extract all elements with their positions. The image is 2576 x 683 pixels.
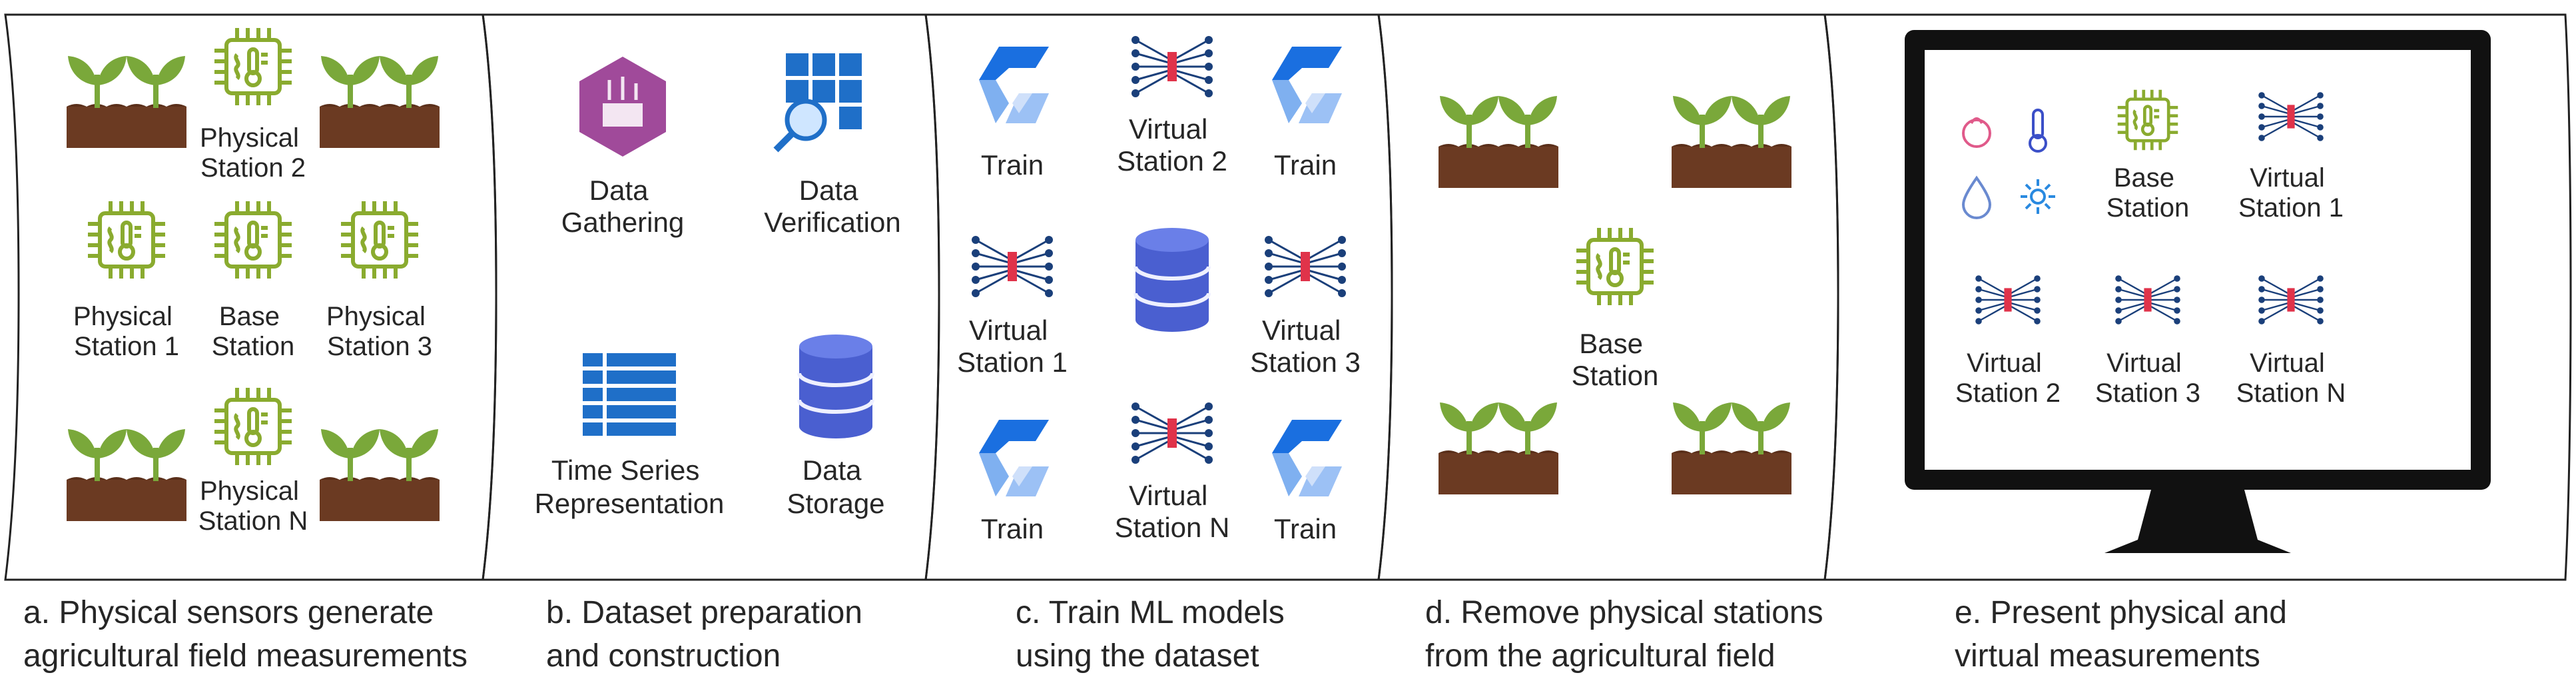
data-verification-label: Data Verification	[764, 175, 900, 238]
virtual-station-1-label: Virtual Station 1	[2238, 163, 2344, 223]
sensor-chip-icon	[88, 201, 165, 279]
virtual-station-1-label: Virtual Station 1	[957, 315, 1068, 378]
virtual-station-3-label: Virtual Station 3	[2095, 348, 2200, 408]
train-label: Train	[981, 149, 1044, 181]
caption-c: c. Train ML models using the dataset	[1016, 595, 1293, 674]
monitor-icon	[1905, 30, 2491, 553]
caption-a: a. Physical sensors generate agricultura…	[23, 595, 468, 674]
sun-icon	[2021, 179, 2055, 214]
train-label: Train	[1274, 513, 1337, 544]
neural-network-icon	[1263, 235, 1347, 299]
train-label: Train	[981, 513, 1044, 544]
neural-network-icon	[1130, 35, 1214, 99]
panel-a: Physical Station 2 Physical Station 1 Ba…	[67, 28, 440, 536]
neural-network-icon	[1130, 401, 1214, 465]
panel-c: Train Virtual Station 2 Train Virtual St…	[957, 35, 1361, 544]
caption-e: e. Present physical and virtual measurem…	[1955, 595, 2296, 674]
captions: a. Physical sensors generate agricultura…	[23, 595, 2296, 674]
sensor-chip-icon	[214, 28, 292, 105]
panel-e: Base Station Virtual Station 1 Virtual S…	[1905, 30, 2491, 553]
plant-soil-icon	[67, 56, 186, 148]
base-station-label: Base Station	[1572, 328, 1659, 391]
panel-b: Data Gathering Data Verification	[535, 53, 901, 519]
train-loop-icon	[1272, 47, 1342, 123]
panel-e-frame	[1823, 13, 2572, 581]
physical-station-2-label: Physical Station 2	[200, 123, 306, 183]
panel-d: Base Station	[1439, 96, 1791, 494]
train-loop-icon	[979, 420, 1049, 496]
virtual-station-n-label: Virtual Station N	[1115, 480, 1230, 543]
virtual-station-2-label: Virtual Station 2	[1955, 348, 2061, 408]
plant-soil-icon	[1672, 96, 1791, 188]
hexagon-gathering-icon	[579, 57, 666, 157]
base-station-label: Base Station	[2106, 163, 2190, 223]
train-label: Train	[1274, 149, 1337, 181]
plant-soil-icon	[67, 429, 186, 521]
sensor-chip-icon	[341, 201, 418, 279]
sensor-chip-icon	[214, 388, 292, 465]
database-icon	[799, 335, 872, 438]
panel-frames	[4, 13, 2572, 581]
virtual-station-2-label: Virtual Station 2	[1117, 113, 1227, 177]
train-loop-icon	[1272, 420, 1342, 496]
neural-network-icon	[970, 235, 1054, 299]
data-storage-label: Data Storage	[787, 454, 884, 519]
plant-soil-icon	[1439, 96, 1558, 188]
grid-magnifier-icon	[773, 53, 862, 153]
caption-d: d. Remove physical stations from the agr…	[1425, 595, 1832, 674]
physical-station-1-label: Physical Station 1	[73, 302, 180, 361]
table-grid-icon	[583, 353, 676, 436]
water-drop-icon	[1961, 175, 1992, 219]
data-gathering-label: Data Gathering	[561, 175, 684, 238]
time-series-representation-label: Time Series Representation	[535, 454, 725, 519]
plant-soil-icon	[1672, 402, 1791, 494]
virtual-station-n-label: Virtual Station N	[2236, 348, 2346, 408]
sensor-chip-icon	[1576, 228, 1654, 305]
plant-soil-icon	[1439, 402, 1558, 494]
base-station-label: Base Station	[212, 302, 295, 361]
caption-b: b. Dataset preparation and construction	[546, 595, 871, 674]
physical-station-3-label: Physical Station 3	[326, 302, 433, 361]
thermometer-icon	[2029, 109, 2047, 153]
database-icon	[1135, 228, 1209, 332]
plant-soil-icon	[320, 429, 440, 521]
plant-soil-icon	[320, 56, 440, 148]
humidity-icon	[1961, 117, 1992, 148]
sensor-chip-icon	[214, 201, 292, 279]
train-loop-icon	[979, 47, 1049, 123]
physical-station-n-label: Physical Station N	[198, 476, 308, 536]
virtual-station-3-label: Virtual Station 3	[1250, 315, 1361, 378]
